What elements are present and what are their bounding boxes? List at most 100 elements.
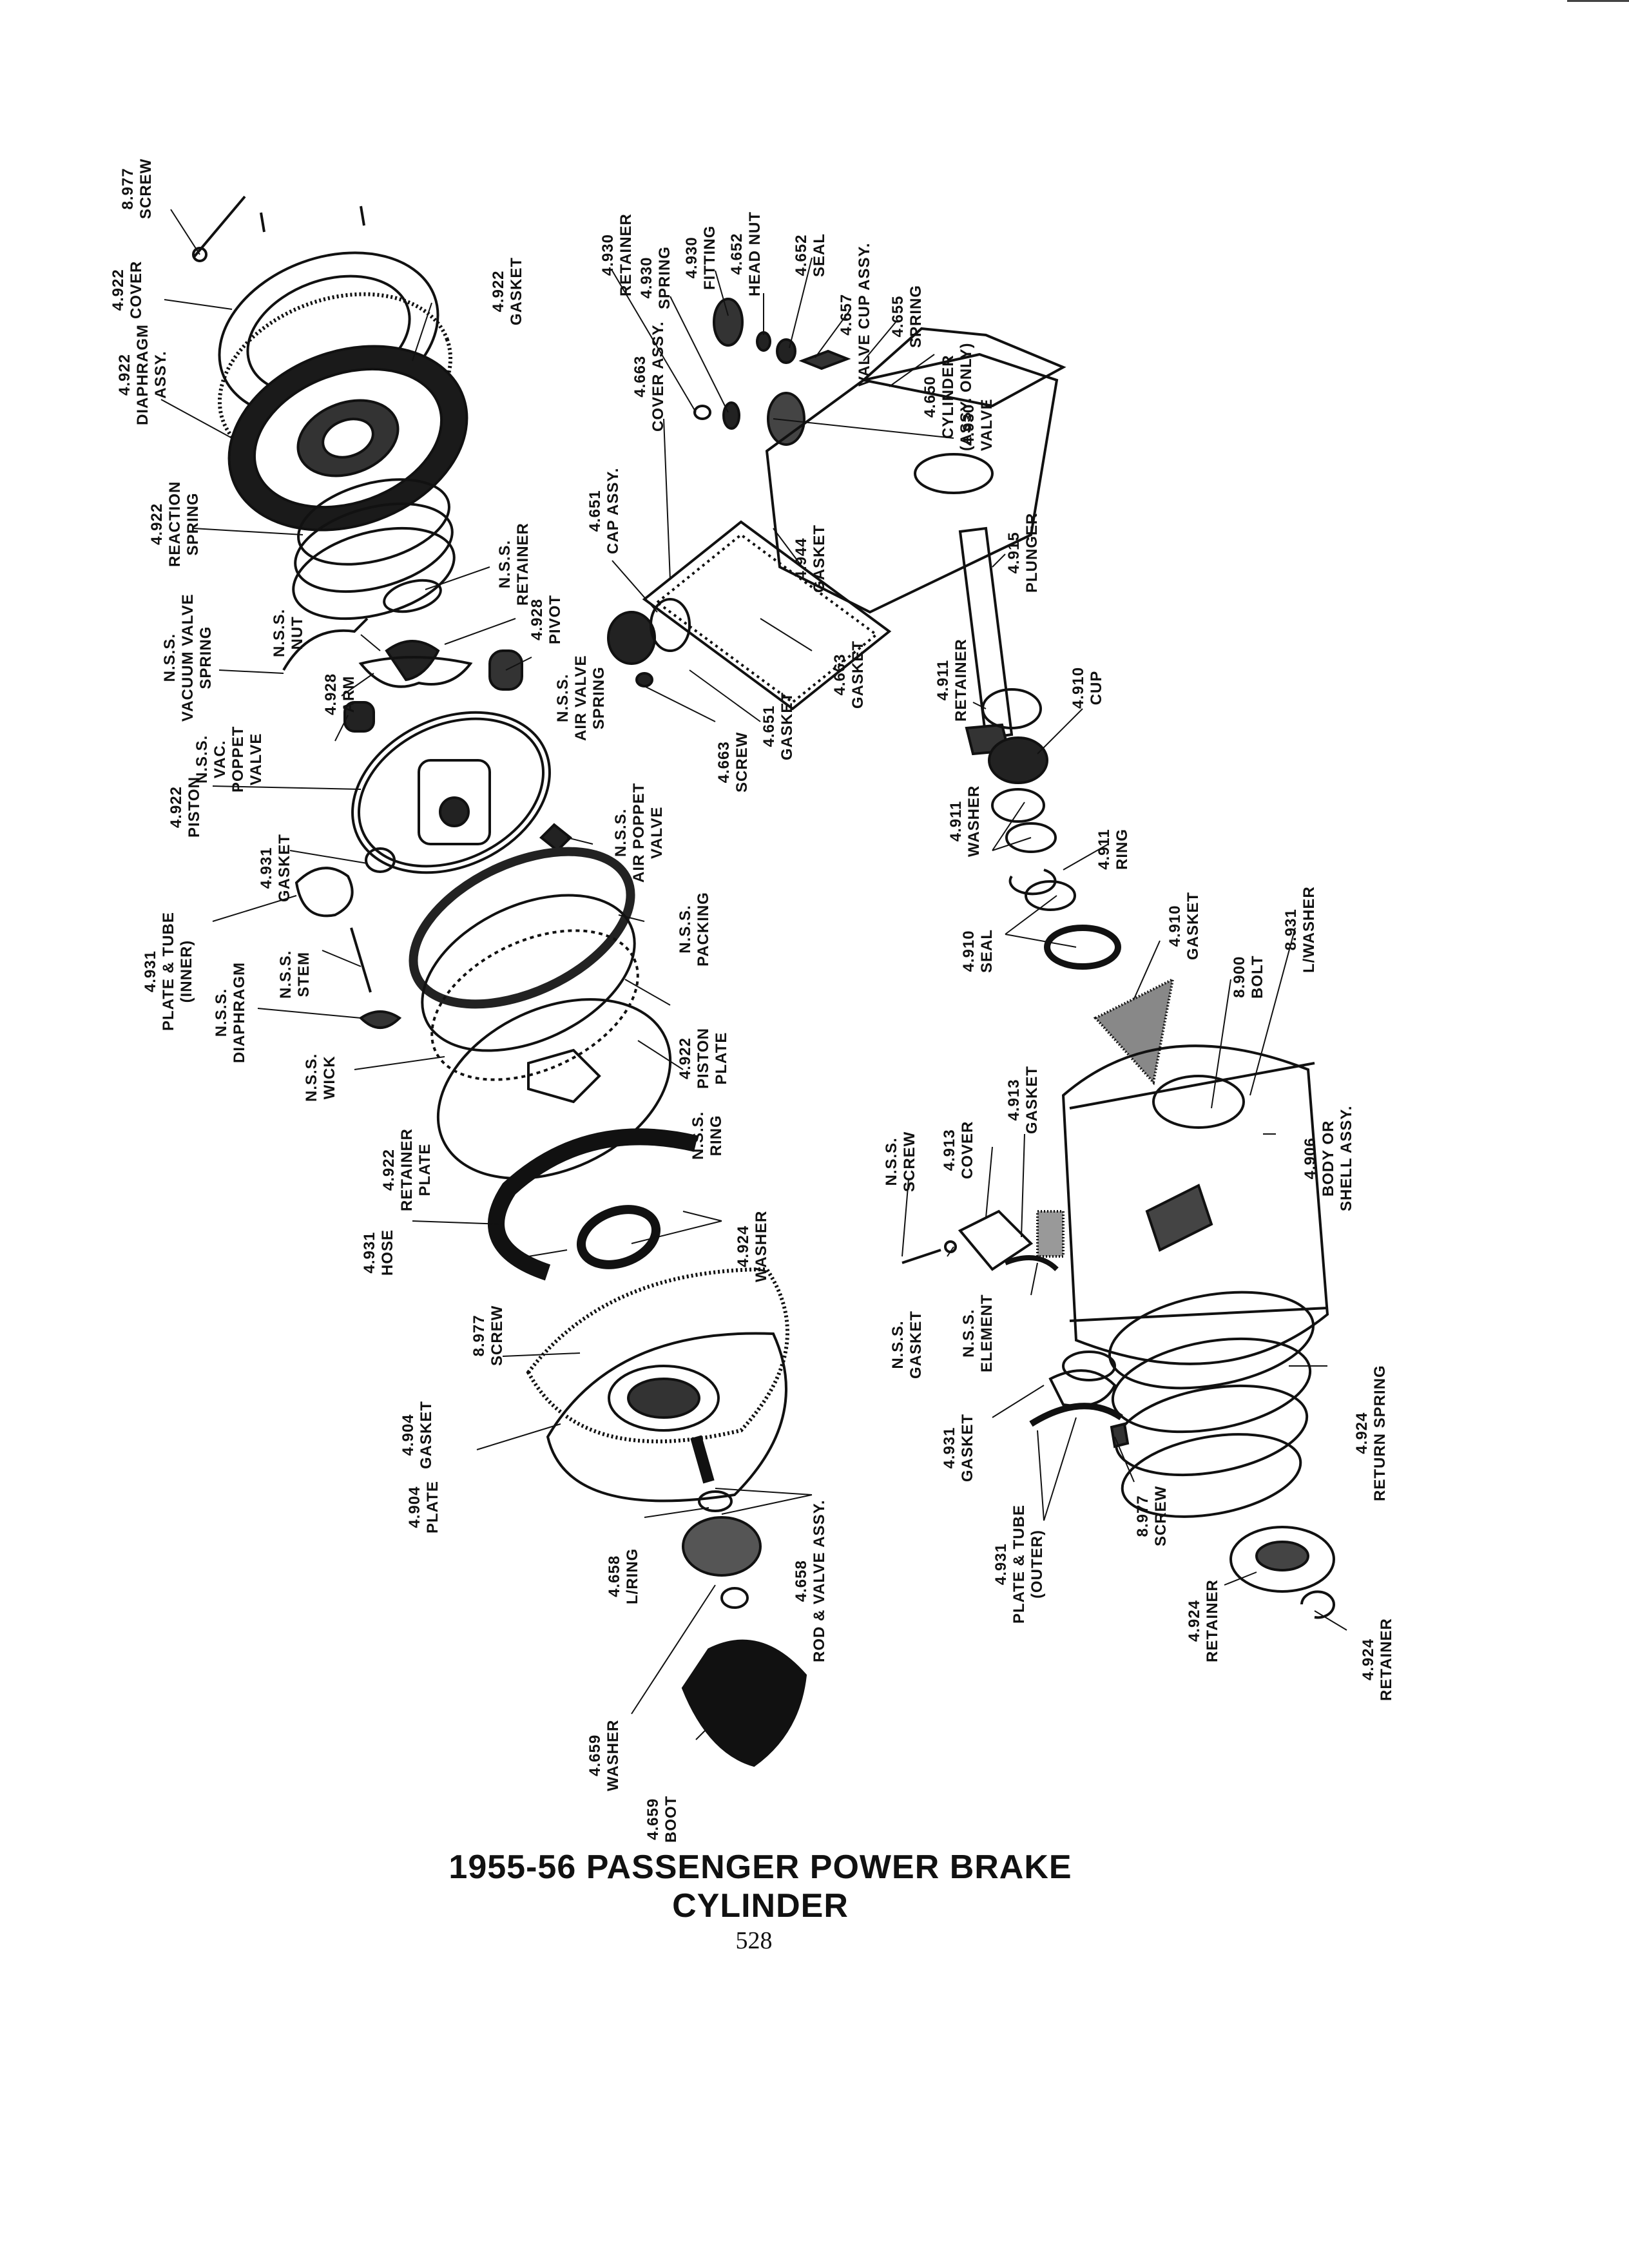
callout-label-line: 4.924 bbox=[1186, 1600, 1203, 1642]
callout-label-line: PACKING bbox=[695, 892, 712, 966]
callout-label-line: 4.651 bbox=[586, 490, 604, 532]
callout-label-line: 4.922 bbox=[110, 269, 127, 311]
callout-label-line: RETAINER bbox=[617, 213, 635, 296]
callout-label-line: N.S.S. bbox=[612, 808, 630, 857]
callout-label-line: GASKET bbox=[811, 524, 828, 593]
callout-label-line: N.S.S. bbox=[883, 1137, 900, 1186]
callout-label-line: 8.977 bbox=[119, 168, 137, 210]
page-number: 528 bbox=[735, 1927, 773, 1954]
callout-label-line: SCREW bbox=[137, 158, 155, 219]
callout-label-line: DIAPHRAGM bbox=[134, 324, 151, 425]
callout-label-line: 4.904 bbox=[400, 1414, 417, 1456]
callout-label-line: 4.931 bbox=[992, 1543, 1010, 1586]
callout-label-line: (INNER) bbox=[178, 939, 195, 1003]
callout-label-line: GASKET bbox=[1023, 1065, 1041, 1134]
callout-label-line: HOSE bbox=[379, 1229, 396, 1276]
callout-label-line: L/WASHER bbox=[1300, 886, 1318, 973]
callout-label-line: 4.913 bbox=[941, 1129, 958, 1171]
hose-part bbox=[488, 1128, 698, 1281]
callout-label-line: CAP ASSY. bbox=[604, 467, 622, 554]
callout-label-line: PLATE & TUBE bbox=[160, 912, 177, 1031]
callout-label-line: GASKET bbox=[849, 640, 867, 709]
return-spring-part bbox=[1108, 1291, 1315, 1518]
callout-label-line: ARM bbox=[340, 675, 358, 713]
callout-label-line: N.S.S. bbox=[554, 673, 572, 722]
bottom-retainer bbox=[1229, 1526, 1335, 1619]
callout-label: N.S.S.RING bbox=[689, 1111, 726, 1160]
bottom-gasket bbox=[526, 1267, 789, 1444]
callout-label-line: ELEMENT bbox=[978, 1294, 996, 1372]
callout-label-line: 4.663 bbox=[715, 741, 733, 783]
callout-label-line: N.S.S. bbox=[213, 988, 230, 1037]
callout-label-line: 8.977 bbox=[470, 1314, 488, 1357]
diagram-title: 1955-56 PASSENGER POWER BRAKE CYLINDER bbox=[448, 1849, 1072, 1925]
callout-label-line: 4.663 bbox=[631, 355, 649, 398]
callout-label-line: 4.922 bbox=[490, 270, 507, 312]
callout-label-line: 4.928 bbox=[322, 673, 340, 715]
callout-label-line: RETAINER bbox=[1378, 1618, 1395, 1701]
boot-part bbox=[681, 1639, 807, 1767]
callout-label-line: GASKET bbox=[418, 1400, 435, 1469]
body-shell bbox=[1061, 1044, 1329, 1365]
callout-label-line: L/RING bbox=[624, 1548, 641, 1604]
callout-label-line: PLATE & TUBE bbox=[1010, 1504, 1028, 1624]
callout-label-line: 4.922 bbox=[380, 1149, 398, 1191]
callout-label: N.S.S.WICK bbox=[303, 1053, 339, 1102]
callout-label-line: PISTON bbox=[695, 1028, 712, 1089]
callout-label-line: 4.931 bbox=[941, 1427, 958, 1469]
callout-label-line: GASKET bbox=[276, 833, 293, 902]
callout-label-line: 4.906 bbox=[1302, 1137, 1319, 1180]
callout-label-line: N.S.S. bbox=[689, 1111, 707, 1160]
callout-label-line: 4.651 bbox=[760, 705, 778, 747]
callout-label-line: 4.911 bbox=[934, 659, 952, 701]
callout-label-line: CYLINDER bbox=[940, 354, 957, 439]
callout-label-line: VALVE CUP ASSY. bbox=[856, 242, 873, 387]
callout-label-line: 4.904 bbox=[406, 1486, 423, 1528]
callout-label-line: COVER bbox=[959, 1120, 976, 1179]
callout-label-line: 4.659 bbox=[586, 1734, 604, 1776]
callout-label-line: 4.652 bbox=[728, 233, 746, 275]
diaphragm-part bbox=[227, 345, 468, 532]
callout-label-line: RING bbox=[1113, 829, 1131, 870]
callout-label-line: 4.924 bbox=[1353, 1412, 1371, 1454]
bottom-plate bbox=[546, 1332, 787, 1503]
callout-label-line: PISTON bbox=[186, 776, 203, 838]
callout-label-line: HEAD NUT bbox=[746, 211, 764, 296]
callout-label-line: ROD & VALVE ASSY. bbox=[811, 1499, 828, 1662]
callout-label-line: RETURN SPRING bbox=[1371, 1365, 1389, 1501]
callout-label-line: BOOT bbox=[662, 1795, 680, 1843]
callout-label-line: VALVE bbox=[648, 806, 666, 860]
callout-label-line: 4.922 bbox=[148, 503, 166, 545]
callout-label-line: N.S.S. bbox=[889, 1320, 907, 1369]
reaction-spring-part bbox=[292, 478, 456, 620]
callout-label-line: WASHER bbox=[604, 1719, 622, 1791]
callout-label-line: NUT bbox=[289, 616, 306, 650]
head-fittings bbox=[693, 298, 851, 446]
callout-label-line: 4.650 bbox=[921, 376, 939, 418]
callout-label-line: N.S.S. bbox=[277, 950, 294, 999]
callout-label-line: 4.924 bbox=[1360, 1639, 1377, 1681]
